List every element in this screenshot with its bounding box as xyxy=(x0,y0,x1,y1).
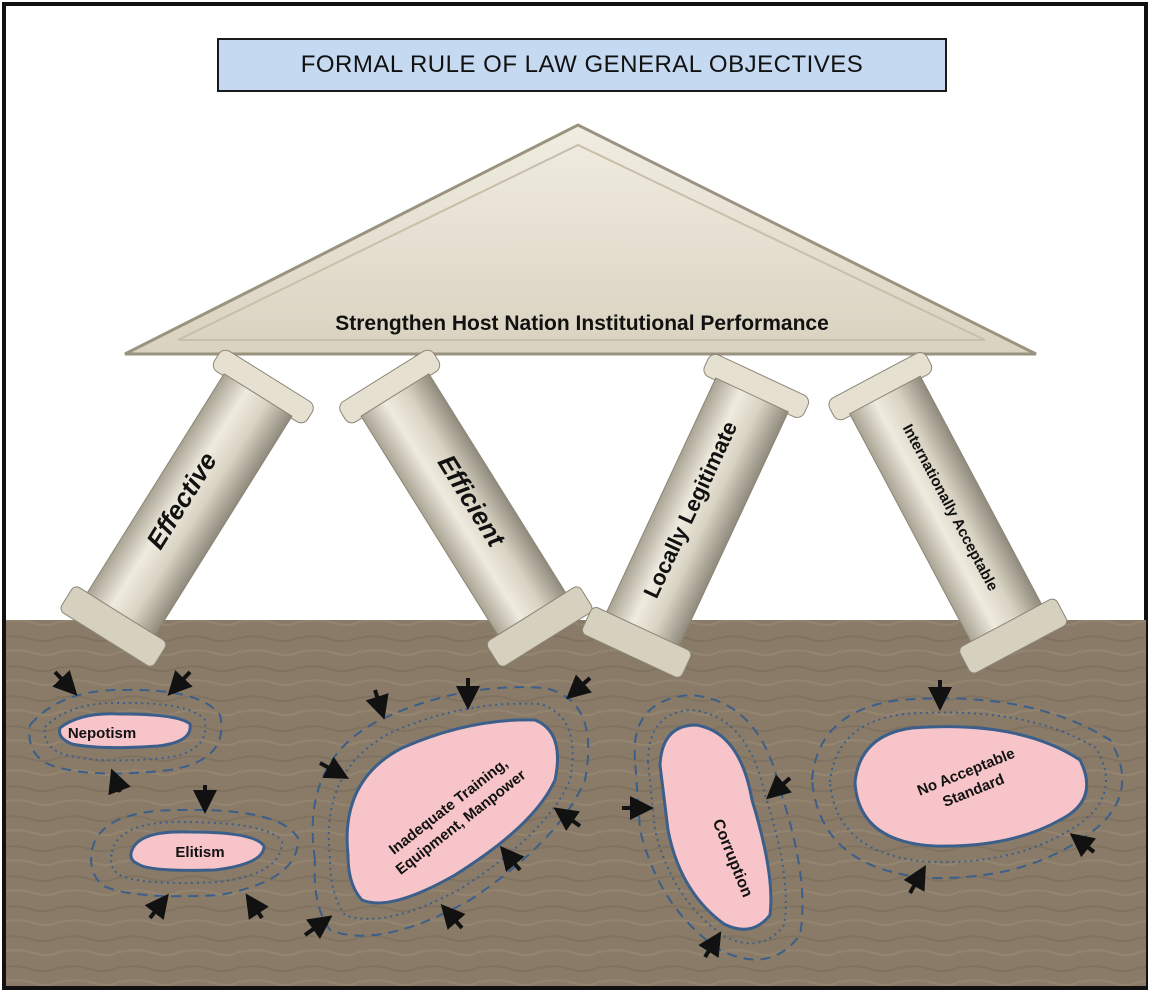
arrow-icon xyxy=(245,893,269,920)
arrow-icon xyxy=(108,768,131,796)
obstacle-no-acceptable-standard: No Acceptable Standard xyxy=(810,697,1124,880)
obstacle-elitism: Elitism xyxy=(90,808,300,898)
arrow-icon xyxy=(698,931,722,959)
roof-pediment: Strengthen Host Nation Institutional Per… xyxy=(124,123,1037,356)
arrow-icon xyxy=(553,807,582,832)
arrow-icon xyxy=(766,774,792,800)
obstacle-inadequate-training: Inadequate Training, Equipment, Manpower xyxy=(311,686,590,937)
arrow-icon xyxy=(440,904,466,930)
arrow-icon xyxy=(365,689,389,720)
arrow-icon xyxy=(1069,833,1096,858)
obstacle-nepotism: Nepotism xyxy=(28,688,223,775)
pillar-effective: Effective xyxy=(60,349,314,667)
arrow-icon xyxy=(903,865,926,894)
arrow-icon xyxy=(167,670,193,696)
roof-label: Strengthen Host Nation Institutional Per… xyxy=(335,312,829,335)
obstacle-corruption: Corruption xyxy=(633,693,804,961)
arrow-icon xyxy=(319,756,350,779)
arrow-icon xyxy=(566,674,592,700)
obstacle-label-elitism: Elitism xyxy=(175,844,224,861)
obstacle-label-nepotism: Nepotism xyxy=(68,725,136,742)
arrow-icon xyxy=(499,845,525,872)
arrow-icon xyxy=(52,670,78,696)
pressure-arrows xyxy=(52,670,1096,959)
arrow-icon xyxy=(303,915,333,940)
page-title: FORMAL RULE OF LAW GENERAL OBJECTIVES xyxy=(217,38,947,92)
arrow-icon xyxy=(144,893,169,920)
